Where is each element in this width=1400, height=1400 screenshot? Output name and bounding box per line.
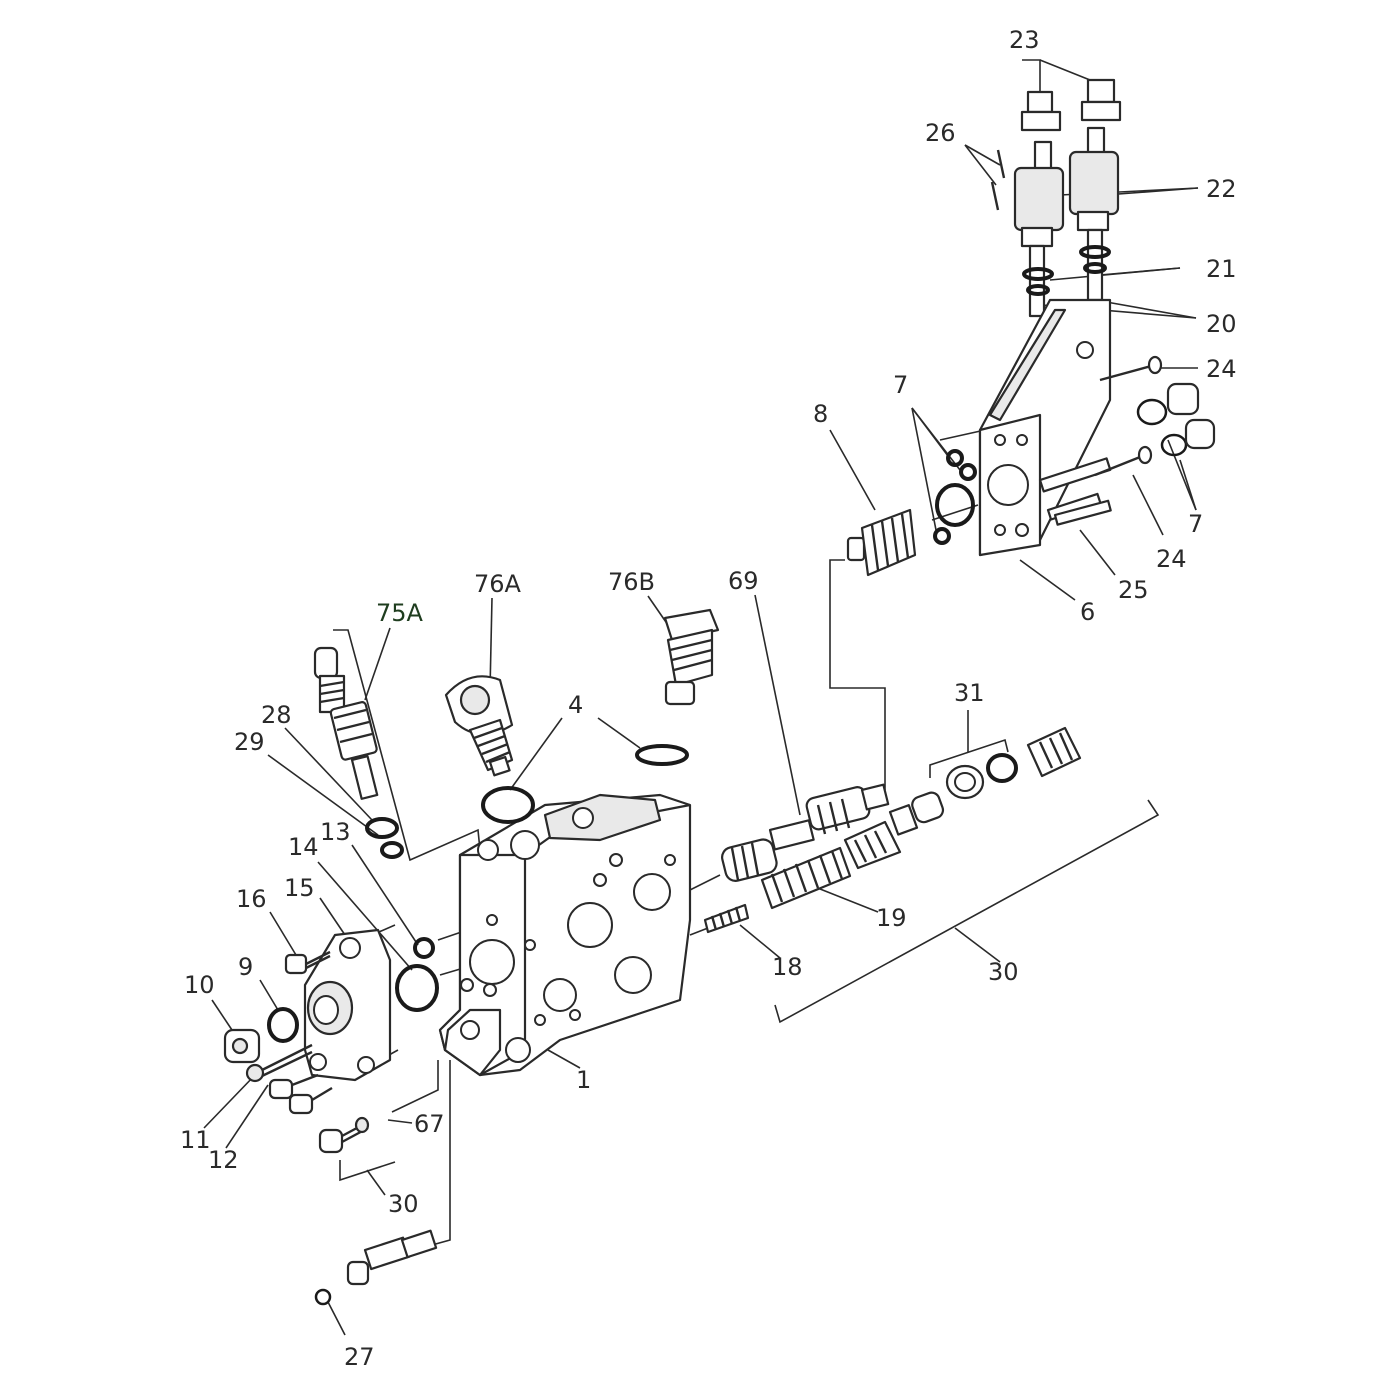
callout-30-right: 30 (988, 958, 1019, 986)
callout-16: 16 (236, 885, 267, 913)
callout-10: 10 (184, 971, 215, 999)
callout-11: 11 (180, 1126, 211, 1154)
callout-76b: 76B (608, 568, 655, 596)
callout-75a: 75A (376, 599, 424, 627)
callout-26: 26 (925, 119, 956, 147)
callout-21: 21 (1206, 255, 1237, 283)
plug-67 (318, 1116, 370, 1154)
plug-76b (663, 608, 720, 706)
callout-69: 69 (728, 567, 759, 595)
callout-7-left: 7 (893, 371, 908, 399)
callout-15: 15 (284, 874, 315, 902)
o-rings-13-14 (395, 937, 439, 1012)
spool-end-cap (1026, 726, 1082, 778)
callout-1: 1 (576, 1066, 591, 1094)
screw-16 (284, 950, 331, 975)
callout-8: 8 (813, 400, 828, 428)
pin-25 (1053, 499, 1112, 526)
o-rings-4 (481, 744, 689, 824)
o-rings-28-29 (365, 817, 404, 859)
callout-18: 18 (772, 953, 803, 981)
callout-6: 6 (1080, 598, 1095, 626)
callout-67: 67 (414, 1110, 445, 1138)
callout-7-right: 7 (1188, 510, 1203, 538)
spring-19 (760, 846, 852, 910)
solenoid-connector-23 (1020, 78, 1122, 132)
callout-14: 14 (288, 833, 319, 861)
plug-10-washer-9 (223, 1007, 299, 1064)
end-cap-15 (303, 928, 392, 1082)
callout-9: 9 (238, 953, 253, 981)
bolts-11-12 (245, 1043, 333, 1115)
plug-76a (444, 675, 514, 777)
callout-28: 28 (261, 701, 292, 729)
check-spool-27 (314, 1229, 438, 1306)
spring-18 (703, 903, 750, 934)
leader-lines (203, 59, 1199, 1336)
solenoid-coil-22 (1013, 126, 1120, 248)
solenoid-block-6 (978, 298, 1112, 557)
spool-69 (721, 783, 890, 882)
callout-24-top: 24 (1206, 355, 1237, 383)
callout-76a: 76A (474, 570, 522, 598)
callout-31: 31 (954, 679, 985, 707)
callout-20: 20 (1206, 310, 1237, 338)
callout-22: 22 (1206, 175, 1237, 203)
callout-30-bottom: 30 (388, 1190, 419, 1218)
relief-valve-75a (313, 646, 379, 800)
callout-29: 29 (234, 728, 265, 756)
o-rings-21 (1022, 245, 1111, 296)
callout-27: 27 (344, 1343, 375, 1371)
callout-19: 19 (876, 904, 907, 932)
screw-26 (990, 149, 1006, 211)
spool-end-30 (843, 791, 945, 870)
callout-labels: 1 4 6 7 7 8 9 10 11 12 13 14 15 16 18 19… (180, 26, 1237, 1371)
valve-body-1 (438, 793, 692, 1077)
callout-23: 23 (1009, 26, 1040, 54)
spring-seat-31 (945, 753, 1018, 800)
bolt-24 (1094, 355, 1163, 477)
callout-24-bottom: 24 (1156, 545, 1187, 573)
spring-8 (846, 508, 917, 577)
callout-4: 4 (568, 691, 583, 719)
callout-13: 13 (320, 818, 351, 846)
callout-12: 12 (208, 1146, 239, 1174)
o-rings-7-left (933, 449, 977, 545)
plug-7-right (1136, 382, 1216, 457)
callout-25: 25 (1118, 576, 1149, 604)
